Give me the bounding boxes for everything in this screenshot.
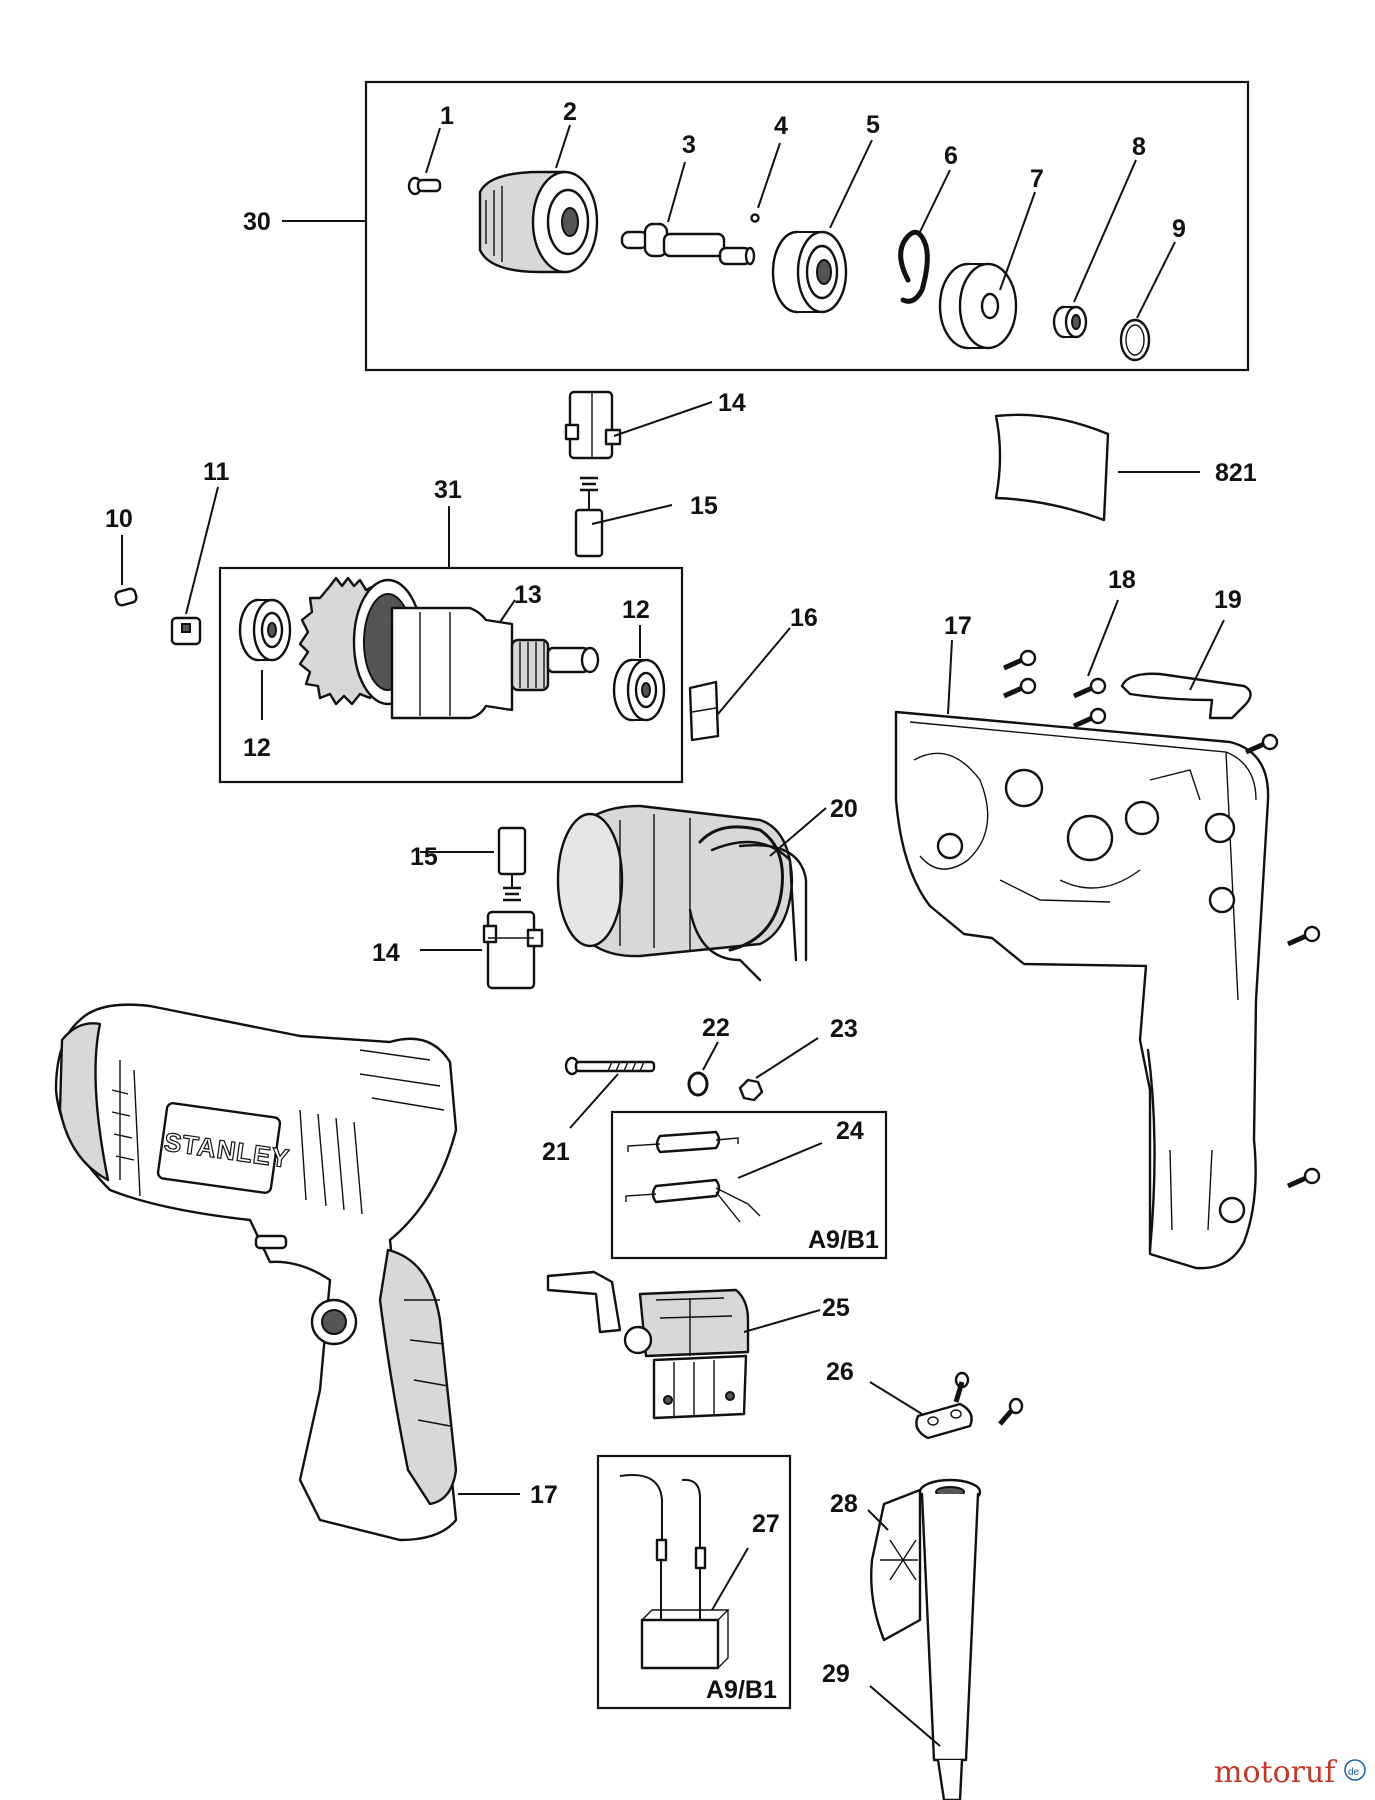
callout-17-left: 17 [530, 1481, 558, 1509]
part-4-ball: 4 [750, 112, 788, 223]
assembly-box-30: 30 [243, 80, 1250, 372]
part-12-bearing-right: 12 [612, 596, 666, 722]
part-22-washer: 22 [687, 1014, 730, 1097]
part-19-cover: 19 [1120, 586, 1252, 720]
part-3-spindle: 3 [620, 131, 756, 266]
part-13-armature: 13 [298, 576, 600, 720]
variant-box-suppressor: 24 A9/B1 [610, 1110, 888, 1260]
part-5-bearing: 5 [771, 111, 880, 314]
variant-label-capacitor: A9/B1 [706, 1676, 777, 1704]
part-28-cord-guard: 28 [830, 1488, 922, 1642]
part-14-brush-holder-top: 14 [564, 389, 746, 460]
callout-24: 24 [836, 1117, 864, 1145]
callout-2: 2 [563, 98, 577, 126]
screw-18e [1244, 733, 1279, 755]
callout-25: 25 [822, 1294, 850, 1322]
part-11-clip: 11 [170, 458, 230, 646]
part-15-carbon-brush-lower: 15 [410, 826, 527, 902]
watermark-suffix: de [1348, 1767, 1360, 1778]
callout-29: 29 [822, 1660, 850, 1688]
part-821-label: 821 [994, 413, 1257, 522]
callout-23: 23 [830, 1015, 858, 1043]
callout-3: 3 [682, 131, 696, 159]
callout-12-right: 12 [622, 596, 650, 624]
part-17-housing-right: 17 [894, 612, 1270, 1270]
screw-18c [1072, 677, 1107, 699]
callout-17-right: 17 [944, 612, 972, 640]
part-25-switch: 25 [546, 1270, 850, 1420]
part-7-gear-disc: 7 [938, 165, 1044, 350]
callout-16: 16 [790, 604, 818, 632]
screw-18b [1002, 677, 1037, 699]
screw-18f [1286, 925, 1321, 947]
part-26-cord-clamp: 26 [826, 1358, 1024, 1440]
callout-4: 4 [774, 112, 788, 140]
callout-15-top: 15 [690, 492, 718, 520]
callout-13: 13 [514, 581, 542, 609]
variant-box-capacitor: 27 A9/B1 [596, 1454, 792, 1710]
part-9-o-ring: 9 [1119, 215, 1186, 362]
callout-7: 7 [1030, 165, 1044, 193]
callout-14-lower: 14 [372, 939, 400, 967]
part-6-circlip: 6 [898, 142, 958, 304]
part-21-long-screw: 21 [542, 1056, 656, 1166]
callout-18: 18 [1108, 566, 1136, 594]
part-20-field-stator: 20 [556, 795, 858, 982]
part-12-bearing-left: 12 [238, 598, 292, 762]
callout-9: 9 [1172, 215, 1186, 243]
callout-19: 19 [1214, 586, 1242, 614]
watermark-circle-icon [1344, 1759, 1366, 1781]
part-18-screws: 18 [1002, 566, 1321, 1189]
assembly-box-31: 31 [218, 476, 684, 784]
watermark-text: motoruf [1214, 1755, 1337, 1790]
callout-5: 5 [866, 111, 880, 139]
part-2-chuck: 2 [478, 98, 599, 274]
callout-30: 30 [243, 208, 271, 236]
callout-1: 1 [440, 102, 454, 130]
part-29-power-cord: 29 [822, 1478, 982, 1800]
callout-28: 28 [830, 1490, 858, 1518]
callout-21: 21 [542, 1138, 570, 1166]
part-14-brush-holder-lower: 14 [372, 910, 544, 990]
part-17-housing-left: STANLEY 17 [54, 1003, 558, 1542]
callout-6: 6 [944, 142, 958, 170]
callout-8: 8 [1132, 133, 1146, 161]
part-23-nut: 23 [738, 1015, 858, 1102]
part-1-screw: 1 [407, 102, 454, 196]
part-16-insulator: 16 [688, 604, 818, 742]
callout-27: 27 [752, 1510, 780, 1538]
callout-12-left: 12 [243, 734, 271, 762]
callout-22: 22 [702, 1014, 730, 1042]
callout-821: 821 [1215, 459, 1257, 487]
screw-18g [1286, 1167, 1321, 1189]
variant-label-suppressor: A9/B1 [808, 1226, 879, 1254]
part-10-pin: 10 [105, 505, 138, 607]
callout-10: 10 [105, 505, 133, 533]
screw-18d [1072, 707, 1107, 729]
callout-20: 20 [830, 795, 858, 823]
screw-18a [1002, 649, 1037, 671]
callout-15-lower: 15 [410, 843, 438, 871]
callout-11: 11 [203, 458, 230, 486]
part-15-carbon-brush-top: 15 [574, 476, 718, 558]
callout-14-top: 14 [718, 389, 746, 417]
watermark: motoruf de [1214, 1755, 1366, 1790]
callout-26: 26 [826, 1358, 854, 1386]
part-8-small-bearing: 8 [1052, 133, 1146, 339]
callout-31: 31 [434, 476, 462, 504]
